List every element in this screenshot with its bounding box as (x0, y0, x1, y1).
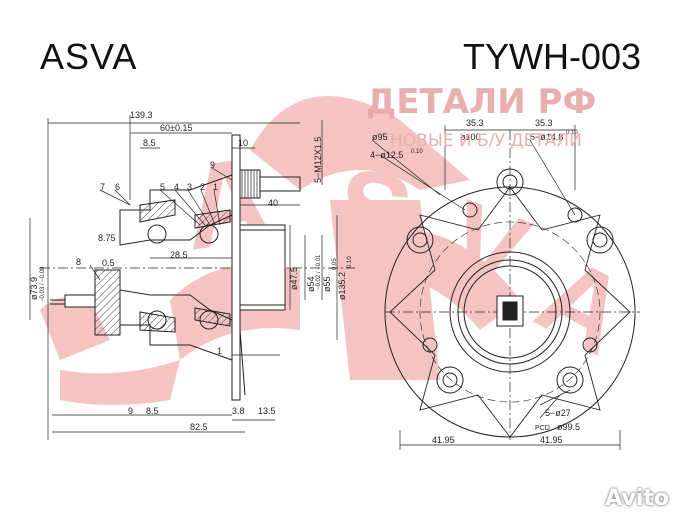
callout-3: 3 (187, 182, 192, 192)
dim-100: ø100 (460, 132, 481, 142)
dim-9: 9 (128, 406, 133, 416)
callout-8: 8 (76, 257, 81, 267)
dim-41-95-right: 41.95 (540, 435, 563, 445)
dim-135: ø135.2 (337, 272, 347, 300)
callout-7: 7 (100, 182, 105, 192)
dim-60: 60±0.15 (160, 123, 192, 133)
front-dimension-labels: 35.3 35.3 ø95 ø100 5−ø14.8 0.10 4−ø12.5 … (370, 118, 580, 445)
dim-holes-14: 5−ø14.8 (530, 132, 563, 142)
dim-55: ø55 (322, 276, 332, 292)
front-dimension-lines (371, 125, 621, 450)
dim-10: 10 (238, 138, 248, 148)
dim-73-9: ø73.9 (29, 277, 39, 300)
avito-watermark: Avito (605, 486, 669, 511)
svg-text:V: V (432, 177, 543, 318)
callout-2: 2 (200, 182, 205, 192)
callout-5: 5 (160, 182, 165, 192)
part-number: TYWH-003 (462, 36, 641, 77)
callout-1: 1 (213, 182, 218, 192)
dim-pcd-prefix: PCD (535, 425, 550, 432)
dim-47-5: ø47.5 (289, 267, 299, 290)
watermark-title: ДЕТАЛИ РФ (366, 82, 597, 122)
callout-4: 4 (174, 182, 179, 192)
dim-41-95-left: 41.95 (432, 435, 455, 445)
dim-35-3-right: 35.3 (535, 118, 553, 128)
dim-135-tol: 0.10 (347, 256, 353, 268)
dim-139-3: 139.3 (130, 110, 153, 120)
front-view (384, 130, 640, 440)
side-dimension-labels: 139.3 60±0.15 8.5 10 40 5−M12X1.5 8.75 0… (29, 110, 353, 432)
dim-8-75: 8.75 (98, 233, 116, 243)
dim-55-tol: 0.05 (332, 258, 338, 270)
dim-8-5-bot: 8.5 (146, 406, 159, 416)
dim-8-5-top: 8.5 (143, 138, 156, 148)
brand-name: ASVA (40, 36, 138, 77)
side-view (40, 134, 355, 401)
svg-text:A: A (519, 233, 647, 379)
dim-holes-14-tol: 0.10 (566, 130, 578, 136)
dim-73-9-tol: −0.03 / −0.08 (40, 266, 46, 302)
dim-thread: 5−M12X1.5 (313, 137, 323, 183)
dim-82-5: 82.5 (190, 422, 208, 432)
dim-holes-12: 4−ø12.5 (370, 150, 403, 160)
callout-6: 6 (115, 182, 120, 192)
dim-35-3-left: 35.3 (466, 118, 484, 128)
dim-95: ø95 (372, 132, 388, 142)
dim-holes-27: 5−ø27 (545, 408, 571, 418)
dim-54-tol: −0.02 / −0.01 (316, 254, 322, 290)
dim-13-5: 13.5 (258, 406, 276, 416)
dim-pcd: ø99.5 (557, 422, 580, 432)
dim-0-5: 0.5 (102, 258, 115, 268)
side-dimension-lines (29, 115, 338, 440)
dim-1: 1 (217, 346, 222, 356)
watermark-subtitle: НОВЫЕ И Б/У ДЕТАЛИ (390, 131, 582, 151)
dim-54: ø54 (306, 276, 316, 292)
dim-40: 40 (268, 198, 278, 208)
dim-28-5: 28.5 (170, 250, 188, 260)
dim-3-8: 3.8 (232, 406, 245, 416)
callout-9: 9 (210, 160, 215, 170)
dim-holes-12-tol: 0.10 (411, 149, 423, 155)
